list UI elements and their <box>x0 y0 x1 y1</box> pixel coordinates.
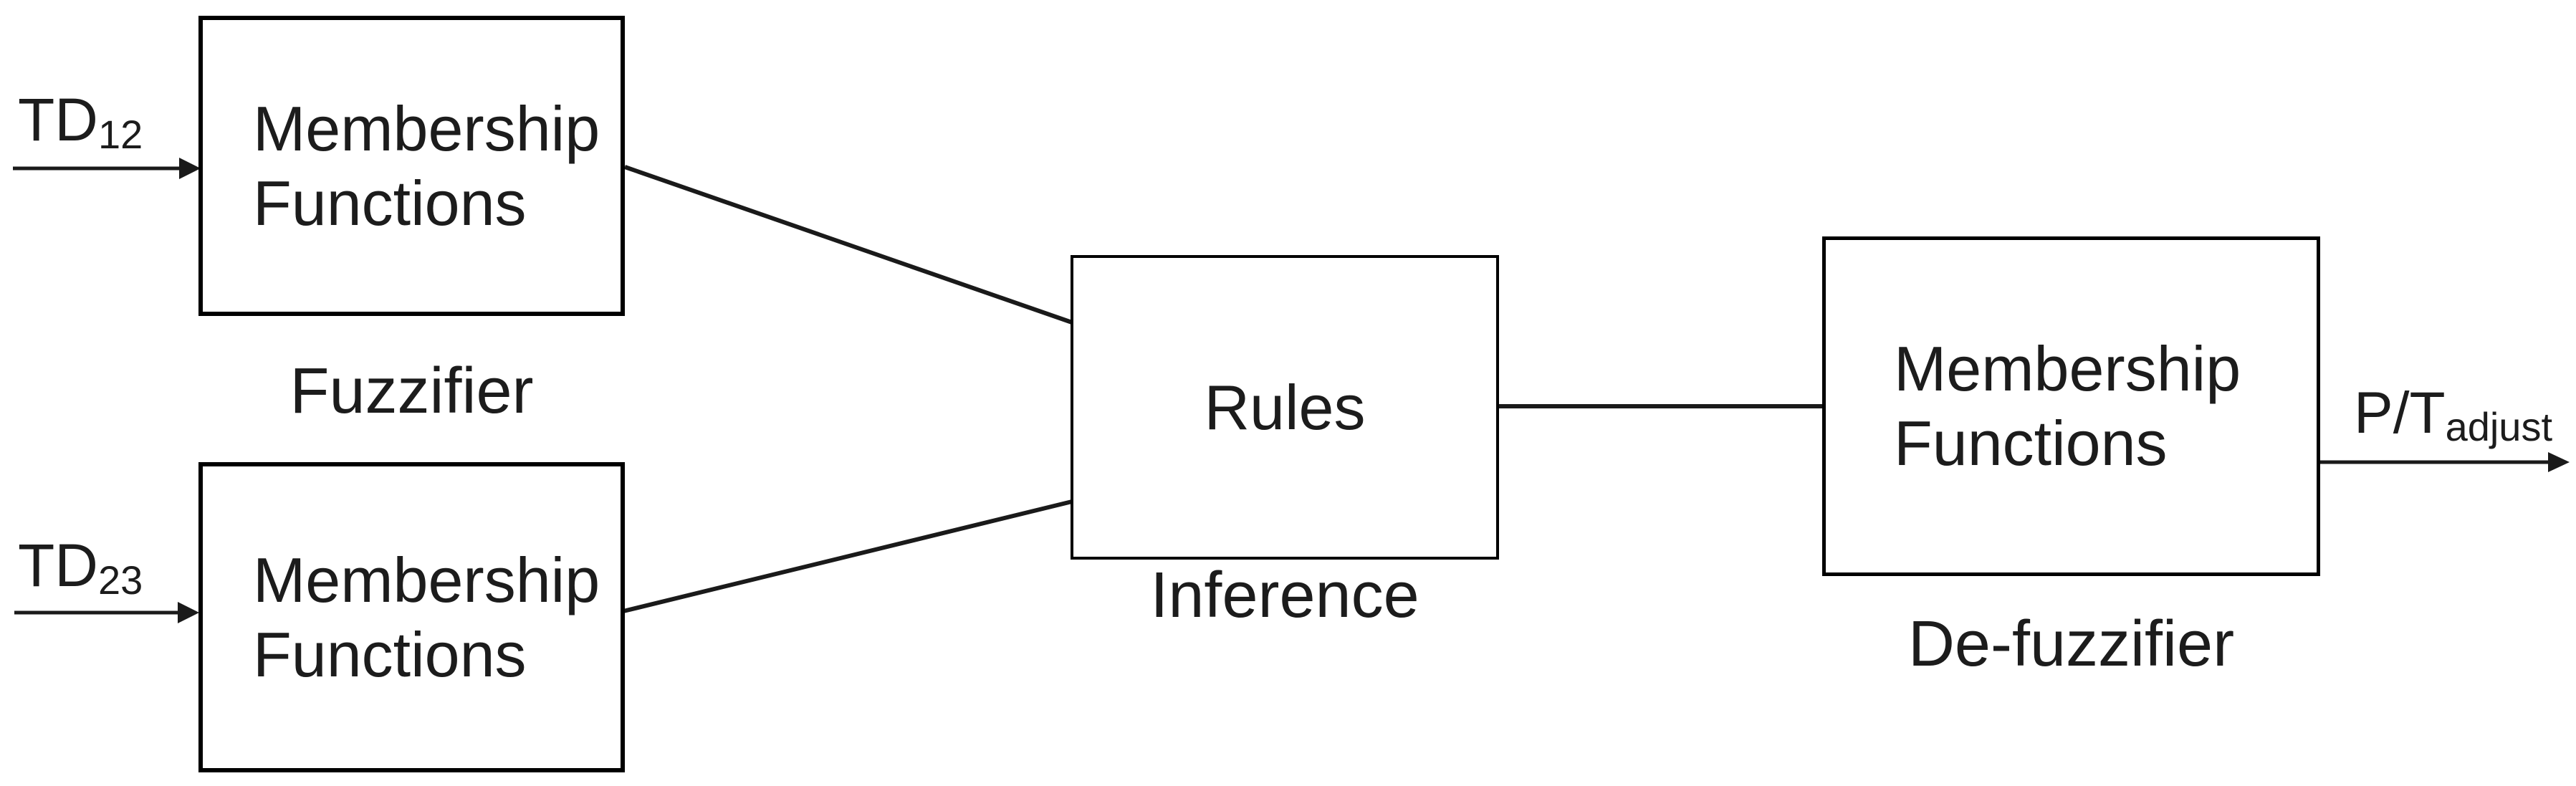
fuzzifier-top-text-line1: Membership <box>253 92 600 164</box>
td23-base-text: TD <box>18 532 98 599</box>
fuzzifier-bottom-to-rules-line <box>623 499 1073 613</box>
output-base-text: P/T <box>2354 380 2446 446</box>
defuzzifier-text-line1: Membership <box>1894 333 2241 404</box>
rules-box: Rules <box>1071 255 1499 560</box>
td12-arrow-head <box>179 158 201 179</box>
defuzzifier-box: Membership Functions <box>1822 236 2320 576</box>
td12-subscript: 12 <box>97 112 143 157</box>
fuzzifier-bottom-box: Membership Functions <box>198 462 625 772</box>
rules-text: Rules <box>1204 371 1366 443</box>
td12-input-label: TD12 <box>18 85 143 169</box>
fuzzifier-top-text-line2: Functions <box>253 167 527 239</box>
td23-arrow-head <box>178 602 199 623</box>
defuzzifier-text-line2: Functions <box>1894 408 2168 479</box>
fuzzifier-top-to-rules-line <box>624 165 1073 325</box>
output-label: P/Tadjust <box>2354 379 2552 461</box>
defuzzifier-caption: De-fuzzifier <box>1907 608 2235 680</box>
td23-subscript: 23 <box>97 557 143 603</box>
output-subscript: adjust <box>2445 404 2553 449</box>
td12-base-text: TD <box>18 86 98 153</box>
fuzzifier-caption: Fuzzifier <box>289 355 534 427</box>
fuzzifier-bottom-text-line1: Membership <box>253 544 600 615</box>
td23-input-label: TD23 <box>18 531 143 615</box>
fuzzifier-bottom-text-line2: Functions <box>253 618 527 690</box>
output-arrow-head <box>2548 452 2570 472</box>
inference-caption: Inference <box>1150 560 1419 631</box>
fuzzifier-top-box: Membership Functions <box>198 16 625 316</box>
